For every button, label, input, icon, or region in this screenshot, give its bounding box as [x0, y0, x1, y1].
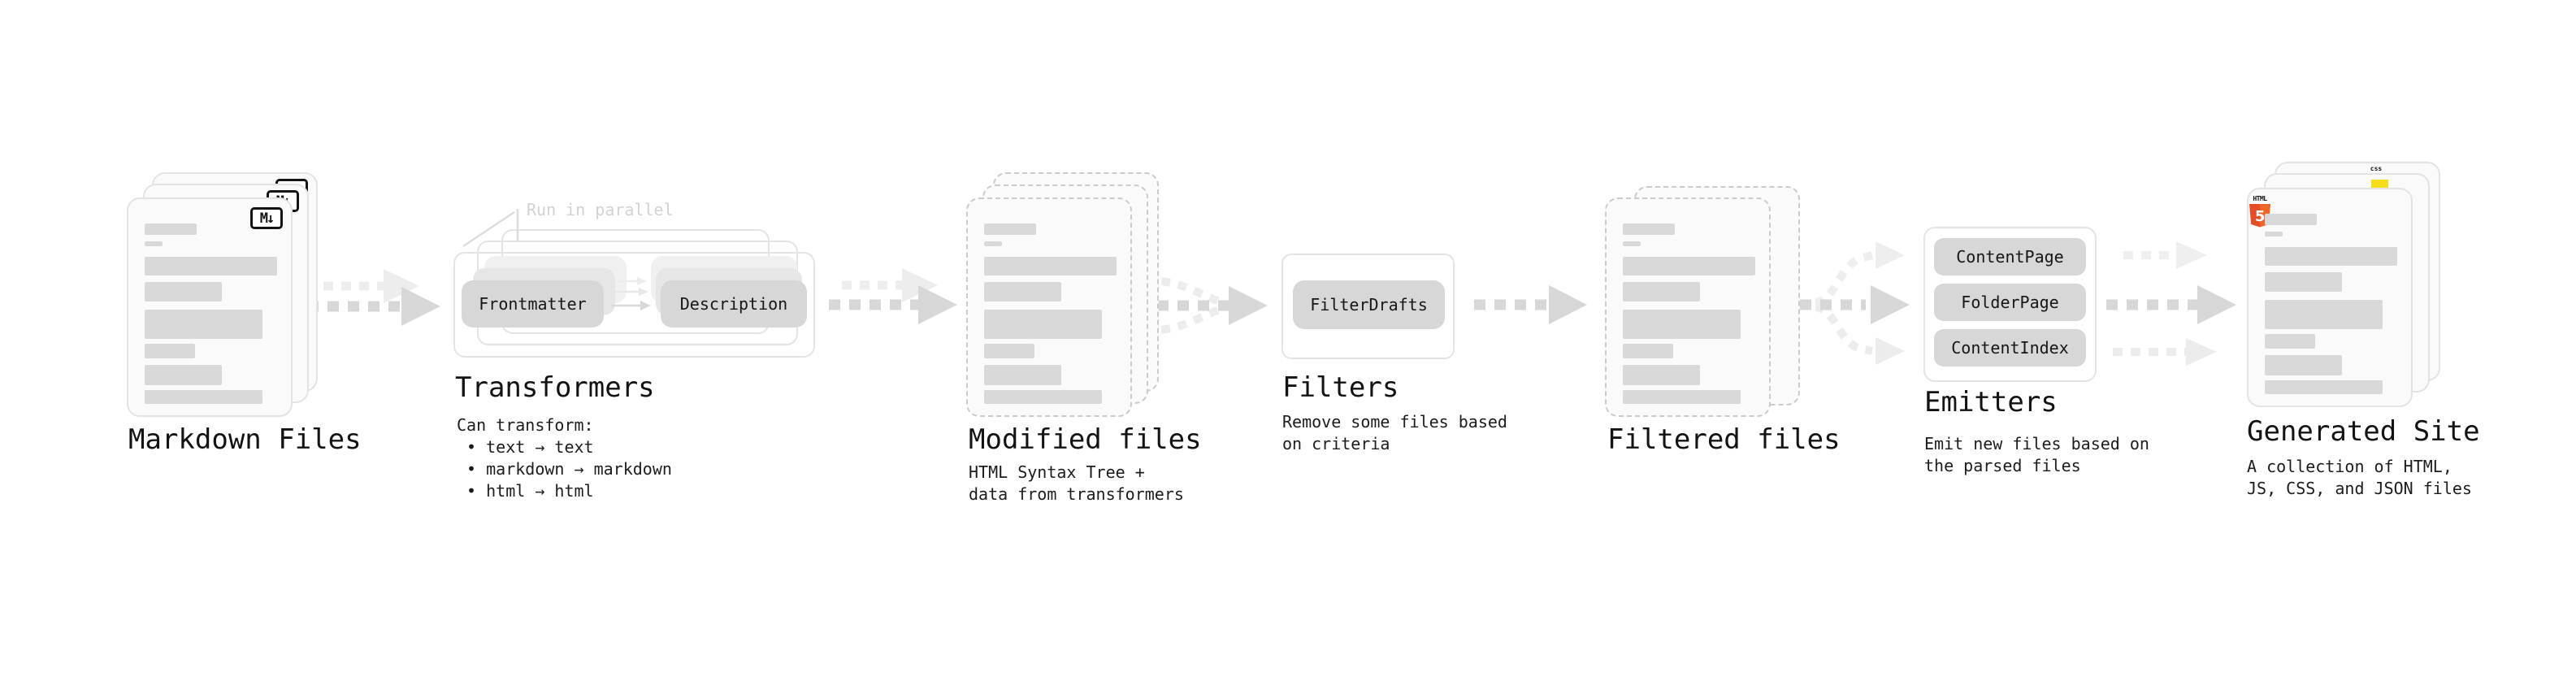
skeleton-line [2265, 232, 2283, 236]
css-icon-label: css [2370, 165, 2383, 172]
markdown-file-card: M↓ [127, 197, 293, 417]
folderpage-pill: FolderPage [1934, 284, 2086, 321]
skeleton-line [145, 241, 163, 246]
description-pill: Description [661, 280, 807, 327]
arrow-modified-to-filters [1143, 276, 1268, 335]
skeleton-line [2265, 272, 2342, 292]
parallel-run-arrows [611, 277, 651, 310]
skeleton-line [984, 223, 1036, 235]
arrow-filters-to-filtered [1474, 285, 1587, 324]
skeleton-line [1623, 223, 1675, 235]
skeleton-line [145, 223, 197, 235]
markdown-files-title: Markdown Files [128, 423, 362, 456]
emitters-title: Emitters [1924, 386, 2058, 419]
skeleton-line [145, 365, 222, 385]
skeleton-line [2265, 214, 2317, 225]
skeleton-line [984, 257, 1117, 275]
file-skeleton [984, 223, 1117, 404]
skeleton-line [1623, 344, 1673, 358]
skeleton-line [1623, 257, 1755, 275]
skeleton-line [145, 282, 222, 301]
file-skeleton [145, 223, 277, 404]
skeleton-line [2265, 247, 2397, 266]
skeleton-line [2265, 380, 2383, 394]
modified-file-card [966, 197, 1132, 417]
skeleton-line [1623, 241, 1641, 246]
contentindex-pill: ContentIndex [1934, 329, 2086, 367]
emitters-box [1923, 227, 2097, 382]
run-in-parallel-label: Run in parallel [527, 200, 674, 219]
frontmatter-pill: Frontmatter [462, 280, 604, 327]
filters-box [1281, 254, 1455, 359]
skeleton-line [1623, 365, 1700, 385]
markdown-icon: M↓ [250, 207, 283, 229]
arrow-filtered-to-emitters [1780, 241, 1910, 365]
generated-html-card: HTML 5 [2247, 188, 2413, 407]
emitters-note: Emit new files based on the parsed files [1924, 434, 2149, 475]
transformers-note: Can transform: • text → text • markdown … [457, 415, 672, 501]
markdown-icon-label: M↓ [259, 210, 275, 227]
contentpage-pill: ContentPage [1934, 238, 2086, 275]
filters-note: Remove some files based on criteria [1282, 412, 1507, 453]
generated-site-title: Generated Site [2247, 415, 2480, 448]
html5-icon-word: HTML [2253, 195, 2267, 202]
filters-title: Filters [1282, 371, 1399, 404]
skeleton-line [145, 344, 195, 358]
js-icon [2371, 180, 2388, 189]
skeleton-line [984, 241, 1002, 246]
skeleton-line [984, 310, 1102, 339]
filterdrafts-pill: FilterDrafts [1293, 280, 1445, 329]
arrow-transformers-to-modified [829, 268, 957, 324]
skeleton-line [2265, 334, 2315, 349]
skeleton-line [2265, 355, 2342, 375]
run-in-parallel-callout-line [462, 209, 519, 248]
arrow-emitters-to-site [2106, 241, 2236, 366]
skeleton-line [145, 257, 277, 275]
file-skeleton [1623, 223, 1755, 404]
skeleton-line [984, 365, 1061, 385]
skeleton-line [1623, 390, 1741, 404]
skeleton-line [984, 282, 1061, 301]
file-skeleton [2265, 214, 2397, 394]
generated-site-note: A collection of HTML, JS, CSS, and JSON … [2247, 457, 2472, 498]
html5-icon-five: 5 [2255, 208, 2266, 225]
arrow-markdown-to-transformers [307, 269, 440, 326]
skeleton-line [2265, 300, 2383, 329]
filtered-file-card [1605, 197, 1771, 417]
filtered-files-title: Filtered files [1607, 423, 1841, 456]
skeleton-line [1623, 282, 1700, 301]
transformers-title: Transformers [455, 371, 655, 404]
skeleton-line [984, 390, 1102, 404]
skeleton-line [145, 310, 262, 339]
modified-files-title: Modified files [969, 423, 1202, 456]
skeleton-line [1623, 310, 1741, 339]
skeleton-line [984, 344, 1034, 358]
transformer-run-box-1 [453, 252, 815, 358]
modified-files-note: HTML Syntax Tree + data from transformer… [969, 462, 1184, 504]
skeleton-line [145, 390, 262, 404]
